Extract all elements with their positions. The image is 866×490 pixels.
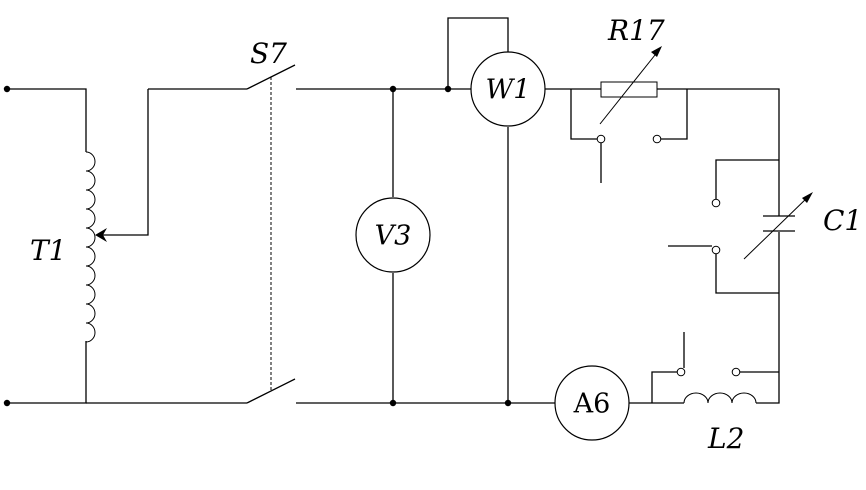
capacitor-plates [763, 215, 795, 232]
inductor-coil [683, 392, 757, 404]
transformer-wiper-wire [100, 89, 149, 236]
wire-w1-voltage-coil [447, 17, 509, 89]
c1-switch-contact-top [711, 198, 721, 208]
r17-switch-contact-right [652, 134, 662, 144]
ammeter-circle [554, 365, 630, 441]
wire-c1-bypass-bottom [715, 254, 779, 294]
transformer-t1: T1 [30, 89, 149, 343]
capacitor-c1: C1 [743, 192, 862, 260]
wire-l2-bypass-left [651, 371, 677, 403]
resistor-r17: R17 [599, 14, 665, 125]
wire-r17-bypass-left [570, 89, 598, 140]
inductor-l2: L2 [683, 392, 757, 455]
label-l2: L2 [707, 422, 744, 455]
junction-w1-bottom [504, 399, 512, 407]
l2-switch-contact-right [731, 367, 741, 377]
c1-switch-contact-bottom [711, 245, 721, 255]
switch-s7: S7 [246, 37, 296, 404]
wiper-arrow-icon [95, 228, 107, 242]
voltmeter-v3: V3 [355, 197, 431, 273]
label-v3: V3 [375, 221, 412, 252]
label-t1: T1 [30, 234, 67, 267]
wire-top-right [545, 88, 780, 160]
r17-switch-contact-left [596, 134, 606, 144]
capacitor-variable-arrow [743, 195, 810, 260]
label-w1: W1 [486, 75, 531, 106]
label-a6: A6 [573, 389, 611, 420]
wire-l2-right [756, 372, 780, 404]
label-r17: R17 [607, 14, 665, 47]
l2-switch-contact-left [676, 367, 686, 377]
ammeter-a6: A6 [554, 365, 630, 441]
wire-input-bottom [7, 341, 87, 404]
resistor-variable-arrow [599, 49, 660, 125]
wire-r17-bypass-right [660, 89, 688, 140]
wire-input-top [7, 88, 87, 152]
voltmeter-circle [355, 197, 431, 273]
label-c1: C1 [823, 204, 862, 237]
wattmeter-w1: W1 [470, 51, 546, 127]
capacitor-arrowhead-icon [802, 192, 813, 203]
resistor-arrowhead-icon [651, 46, 662, 57]
transformer-coil [85, 151, 96, 343]
label-s7: S7 [250, 37, 287, 70]
switch-blade-bottom [246, 378, 296, 404]
wire-c1-bypass-top [715, 159, 779, 199]
resistor-body [600, 81, 658, 98]
